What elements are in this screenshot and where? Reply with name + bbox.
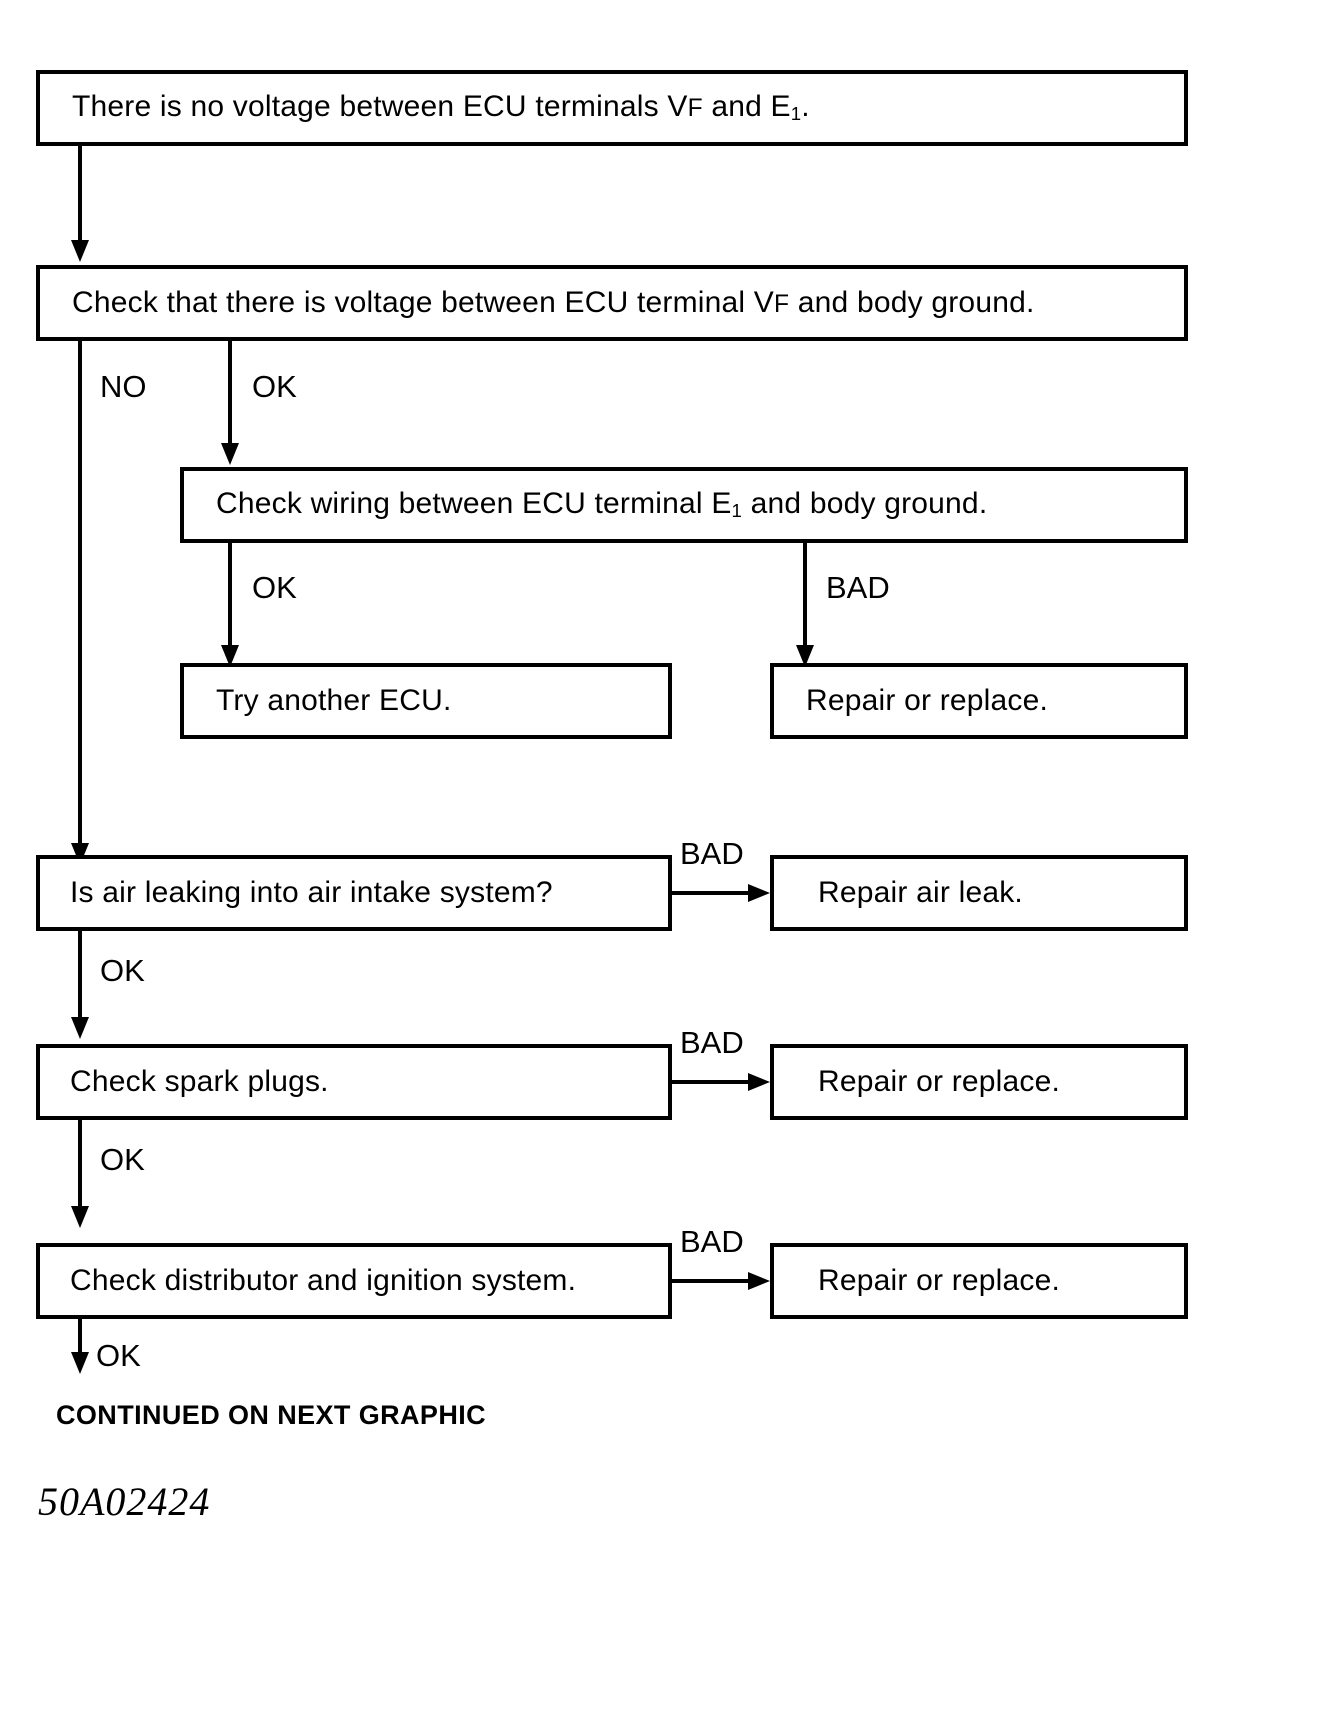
edge-label-n10-ok: OK <box>96 1338 141 1373</box>
node-check-distributor-ignition[interactable]: Check distributor and ignition system. <box>36 1243 672 1319</box>
node-repair-or-replace-spark-plugs[interactable]: Repair or replace. <box>770 1044 1188 1120</box>
edge-label-n6-bad: BAD <box>680 836 744 871</box>
connector-n1-to-n2 <box>78 146 82 246</box>
node-label: Repair or replace. <box>818 1264 1061 1297</box>
node-label: Repair or replace. <box>806 684 1049 717</box>
connector-n3-ok-branch <box>228 543 232 651</box>
node-repair-air-leak[interactable]: Repair air leak. <box>770 855 1188 931</box>
connector-n6-ok-branch <box>78 931 82 1023</box>
node-check-wiring-e1-body-ground[interactable]: Check wiring between ECU terminal E1 and… <box>180 467 1188 543</box>
node-label: There is no voltage between ECU terminal… <box>72 90 810 125</box>
arrowhead-n8-ok-branch <box>71 1206 89 1228</box>
edge-label-n3-bad: BAD <box>826 570 890 605</box>
connector-n2-no-branch <box>78 341 82 849</box>
connector-n8-bad-branch <box>672 1080 754 1084</box>
arrowhead-n3-ok-branch <box>221 645 239 667</box>
arrowhead-n10-ok-branch <box>71 1352 89 1374</box>
node-no-voltage-statement[interactable]: There is no voltage between ECU terminal… <box>36 70 1188 146</box>
edge-label-n6-ok: OK <box>100 953 145 988</box>
edge-label-n2-no: NO <box>100 369 147 404</box>
node-label: Repair or replace. <box>818 1065 1061 1098</box>
connector-n6-bad-branch <box>672 891 754 895</box>
figure-code: 50A02424 <box>38 1479 211 1524</box>
node-label: Check distributor and ignition system. <box>70 1264 577 1297</box>
node-check-spark-plugs[interactable]: Check spark plugs. <box>36 1044 672 1120</box>
node-label: Check spark plugs. <box>70 1065 329 1098</box>
arrowhead-n2-ok-branch <box>221 443 239 465</box>
node-label: Is air leaking into air intake system? <box>70 876 553 909</box>
node-label: Try another ECU. <box>216 684 452 717</box>
edge-label-n8-bad: BAD <box>680 1025 744 1060</box>
arrowhead-n3-bad-branch <box>796 645 814 667</box>
node-check-voltage-vf-body-ground[interactable]: Check that there is voltage between ECU … <box>36 265 1188 341</box>
arrowhead-n8-bad-branch <box>748 1073 770 1091</box>
edge-label-n3-ok: OK <box>252 570 297 605</box>
node-repair-or-replace-wiring[interactable]: Repair or replace. <box>770 663 1188 739</box>
node-try-another-ecu[interactable]: Try another ECU. <box>180 663 672 739</box>
connector-n3-bad-branch <box>803 543 807 651</box>
edge-label-n8-ok: OK <box>100 1142 145 1177</box>
arrowhead-n10-bad-branch <box>748 1272 770 1290</box>
node-label: Check that there is voltage between ECU … <box>72 286 1035 319</box>
node-label: Check wiring between ECU terminal E1 and… <box>216 487 988 522</box>
connector-n10-bad-branch <box>672 1279 754 1283</box>
node-repair-or-replace-ignition[interactable]: Repair or replace. <box>770 1243 1188 1319</box>
connector-n2-ok-branch <box>228 341 232 449</box>
connector-n10-ok-branch <box>78 1319 82 1357</box>
edge-label-n10-bad: BAD <box>680 1224 744 1259</box>
node-is-air-leaking[interactable]: Is air leaking into air intake system? <box>36 855 672 931</box>
node-label: Repair air leak. <box>818 876 1023 909</box>
arrowhead-n6-bad-branch <box>748 884 770 902</box>
continued-note: CONTINUED ON NEXT GRAPHIC <box>56 1400 487 1430</box>
arrowhead-n1-to-n2 <box>71 240 89 262</box>
connector-n8-ok-branch <box>78 1120 82 1212</box>
edge-label-n2-ok: OK <box>252 369 297 404</box>
arrowhead-n6-ok-branch <box>71 1017 89 1039</box>
